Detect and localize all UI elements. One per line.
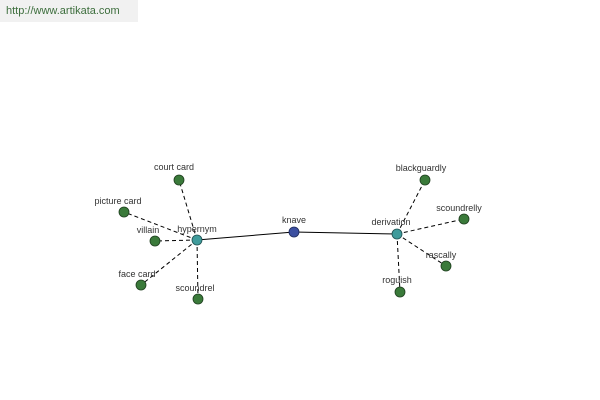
node-face-card[interactable] [135,279,147,291]
label-hypernym: hypernym [177,224,217,234]
node-derivation[interactable] [391,228,403,240]
label-face-card: face card [118,269,155,279]
label-court-card: court card [154,162,194,172]
edge-hypernym-picture-card [123,211,198,241]
edge-hypernym-face-card [140,239,198,286]
label-blackguardly: blackguardly [396,163,447,173]
edge-hypernym-court-card [178,179,198,241]
node-rascally[interactable] [440,260,452,272]
edge-knave-hypernym [196,231,295,241]
edge-derivation-rascally [396,233,447,267]
edge-derivation-blackguardly [396,179,426,235]
label-knave: knave [282,215,306,225]
label-roguish: roguish [382,275,412,285]
label-scoundrel: scoundrel [175,283,214,293]
label-villain: villain [137,225,160,235]
edge-derivation-roguish [396,233,401,293]
node-court-card[interactable] [173,174,185,186]
label-picture-card: picture card [94,196,141,206]
edge-knave-derivation [293,231,398,235]
label-rascally: rascally [426,250,457,260]
node-blackguardly[interactable] [419,174,431,186]
label-derivation: derivation [371,217,410,227]
edge-hypernym-villain [154,239,198,242]
node-knave[interactable] [288,226,300,238]
node-picture-card[interactable] [118,206,130,218]
edge-hypernym-scoundrel [196,239,199,300]
node-hypernym[interactable] [191,234,203,246]
node-scoundrel[interactable] [192,293,204,305]
node-villain[interactable] [149,235,161,247]
edge-derivation-scoundrelly [396,218,465,235]
node-scoundrelly[interactable] [458,213,470,225]
label-scoundrelly: scoundrelly [436,203,482,213]
node-roguish[interactable] [394,286,406,298]
source-url: http://www.artikata.com [0,0,138,22]
